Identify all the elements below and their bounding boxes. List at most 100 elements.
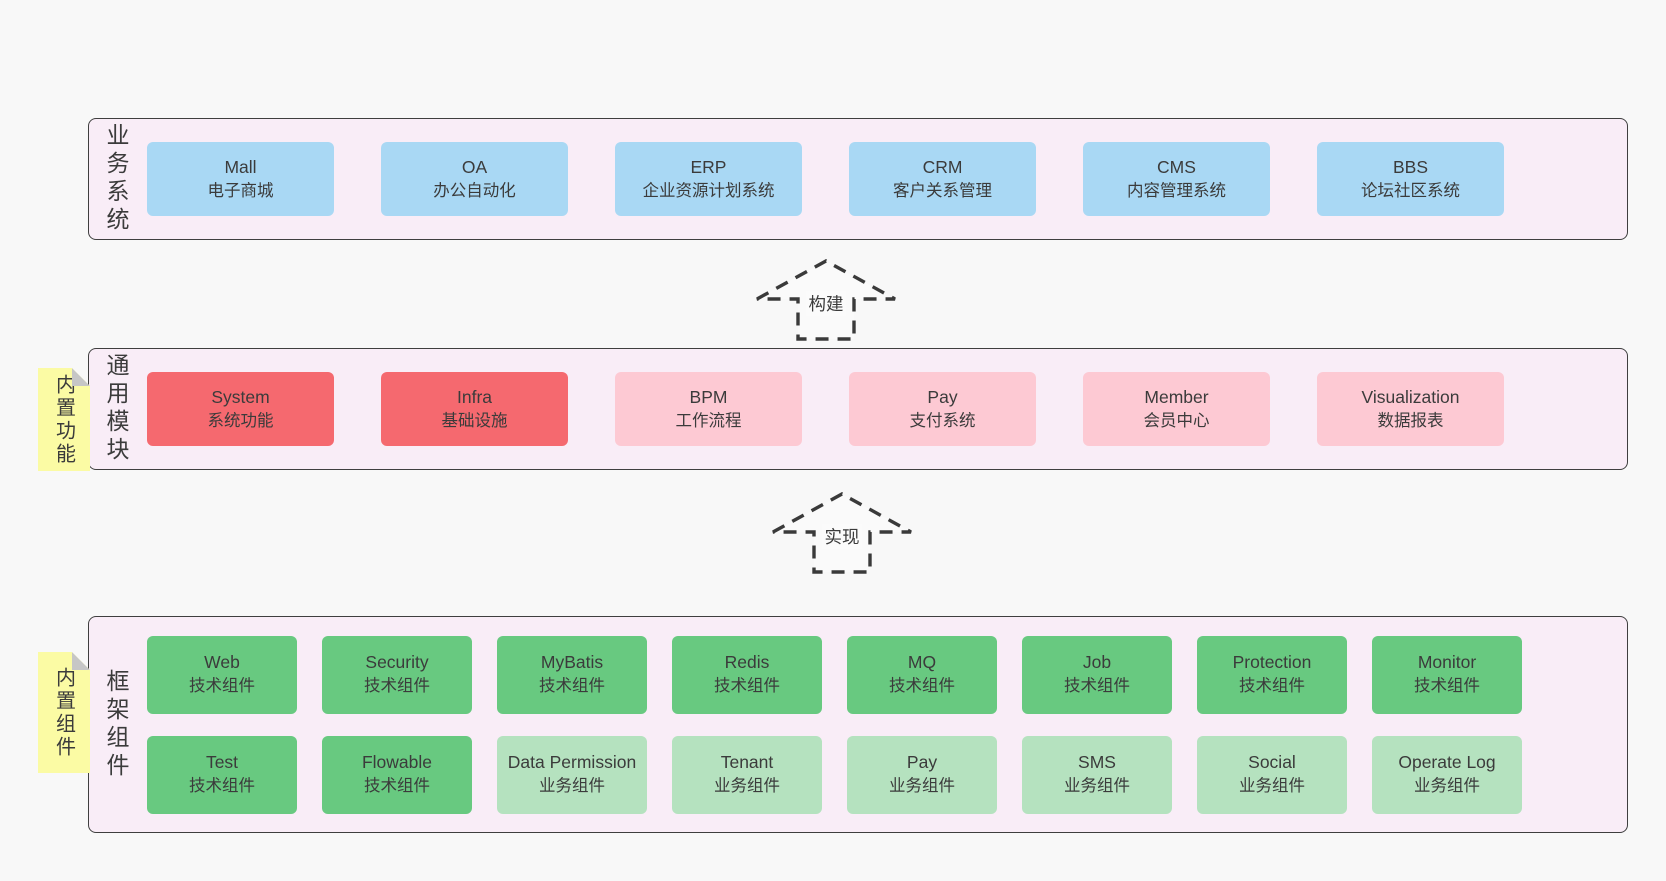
note-built-in-components: 内置组件: [38, 652, 90, 773]
node-subtitle: 业务组件: [1239, 777, 1305, 796]
node-subtitle: 技术组件: [714, 677, 780, 696]
node-title: Operate Log: [1398, 752, 1496, 773]
arrow-implement: 实现: [767, 488, 917, 576]
node-title: Infra: [456, 386, 493, 407]
node-subtitle: 业务组件: [1414, 777, 1480, 796]
node-subtitle: 论坛社区系统: [1361, 181, 1460, 200]
node-title: Visualization: [1361, 386, 1460, 407]
node-bbs: BBS 论坛社区系统: [1317, 142, 1504, 216]
node-subtitle: 业务组件: [889, 777, 955, 796]
node-subtitle: 会员中心: [1143, 411, 1210, 430]
arrow-build: 构建: [751, 255, 901, 343]
node-operate-log: Operate Log 业务组件: [1372, 735, 1522, 814]
note-built-in-components-label: 内置组件: [52, 666, 75, 759]
node-title: Security: [365, 652, 429, 673]
node-pay: Pay 支付系统: [849, 372, 1036, 446]
node-mq: MQ 技术组件: [847, 635, 997, 714]
node-title: Web: [204, 652, 240, 673]
node-protection: Protection 技术组件: [1197, 635, 1347, 714]
note-built-in-features-label: 内置功能: [52, 373, 75, 466]
node-title: Member: [1144, 386, 1209, 407]
node-mybatis: MyBatis 技术组件: [497, 635, 647, 714]
node-subtitle: 技术组件: [889, 677, 955, 696]
node-security: Security 技术组件: [322, 635, 472, 714]
node-subtitle: 企业资源计划系统: [642, 181, 775, 200]
node-title: Mall: [224, 156, 257, 177]
node-title: Monitor: [1417, 652, 1477, 673]
node-title: Pay: [927, 386, 958, 407]
node-pay: Pay 业务组件: [847, 735, 997, 814]
arrow-implement-label: 实现: [821, 524, 863, 549]
node-title: CMS: [1157, 156, 1196, 177]
node-title: CRM: [922, 156, 963, 177]
node-subtitle: 电子商城: [207, 181, 274, 200]
node-title: Pay: [906, 752, 938, 773]
node-mall: Mall 电子商城: [147, 142, 334, 216]
node-subtitle: 工作流程: [675, 411, 742, 430]
node-member: Member 会员中心: [1083, 372, 1270, 446]
node-tenant: Tenant 业务组件: [672, 735, 822, 814]
node-subtitle: 业务组件: [1064, 777, 1130, 796]
node-oa: OA 办公自动化: [381, 142, 568, 216]
node-subtitle: 技术组件: [364, 677, 430, 696]
node-title: BBS: [1392, 156, 1429, 177]
node-crm: CRM 客户关系管理: [849, 142, 1036, 216]
node-title: Tenant: [720, 752, 774, 773]
node-title: MyBatis: [540, 652, 604, 673]
node-visualization: Visualization 数据报表: [1317, 372, 1504, 446]
node-subtitle: 数据报表: [1377, 411, 1444, 430]
panel-label-common-modules: 通用模块: [103, 353, 129, 465]
panel-business-systems: 业务系统 Mall 电子商城 OA 办公自动化 ERP 企业资源计划系统 CRM 客户关系管理…: [88, 118, 1628, 240]
node-subtitle: 办公自动化: [433, 181, 516, 200]
node-title: Job: [1082, 652, 1112, 673]
node-title: Social: [1248, 752, 1296, 773]
node-title: Redis: [724, 652, 770, 673]
node-subtitle: 技术组件: [539, 677, 605, 696]
node-title: Protection: [1232, 652, 1312, 673]
node-title: OA: [461, 156, 488, 177]
node-subtitle: 技术组件: [189, 777, 255, 796]
node-subtitle: 客户关系管理: [893, 181, 992, 200]
node-infra: Infra 基础设施: [381, 372, 568, 446]
node-subtitle: 技术组件: [1064, 677, 1130, 696]
node-social: Social 业务组件: [1197, 735, 1347, 814]
node-title: Test: [205, 752, 239, 773]
panel-label-business-systems: 业务系统: [103, 123, 129, 235]
node-redis: Redis 技术组件: [672, 635, 822, 714]
node-title: Flowable: [361, 752, 433, 773]
node-subtitle: 技术组件: [189, 677, 255, 696]
node-erp: ERP 企业资源计划系统: [615, 142, 802, 216]
arrow-build-label: 构建: [805, 291, 847, 316]
node-subtitle: 技术组件: [1414, 677, 1480, 696]
node-job: Job 技术组件: [1022, 635, 1172, 714]
node-title: BPM: [689, 386, 728, 407]
node-subtitle: 支付系统: [909, 411, 976, 430]
node-subtitle: 系统功能: [207, 411, 274, 430]
node-flowable: Flowable 技术组件: [322, 735, 472, 814]
node-web: Web 技术组件: [147, 635, 297, 714]
node-title: Data Permission: [507, 752, 637, 773]
node-subtitle: 技术组件: [364, 777, 430, 796]
node-title: ERP: [690, 156, 727, 177]
node-monitor: Monitor 技术组件: [1372, 635, 1522, 714]
note-built-in-features: 内置功能: [38, 368, 90, 471]
node-title: MQ: [907, 652, 937, 673]
node-subtitle: 业务组件: [539, 777, 605, 796]
node-subtitle: 技术组件: [1239, 677, 1305, 696]
node-test: Test 技术组件: [147, 735, 297, 814]
node-data-permission: Data Permission 业务组件: [497, 735, 647, 814]
node-bpm: BPM 工作流程: [615, 372, 802, 446]
node-subtitle: 业务组件: [714, 777, 780, 796]
panel-label-framework-components: 框架组件: [103, 668, 129, 781]
node-subtitle: 基础设施: [441, 411, 508, 430]
